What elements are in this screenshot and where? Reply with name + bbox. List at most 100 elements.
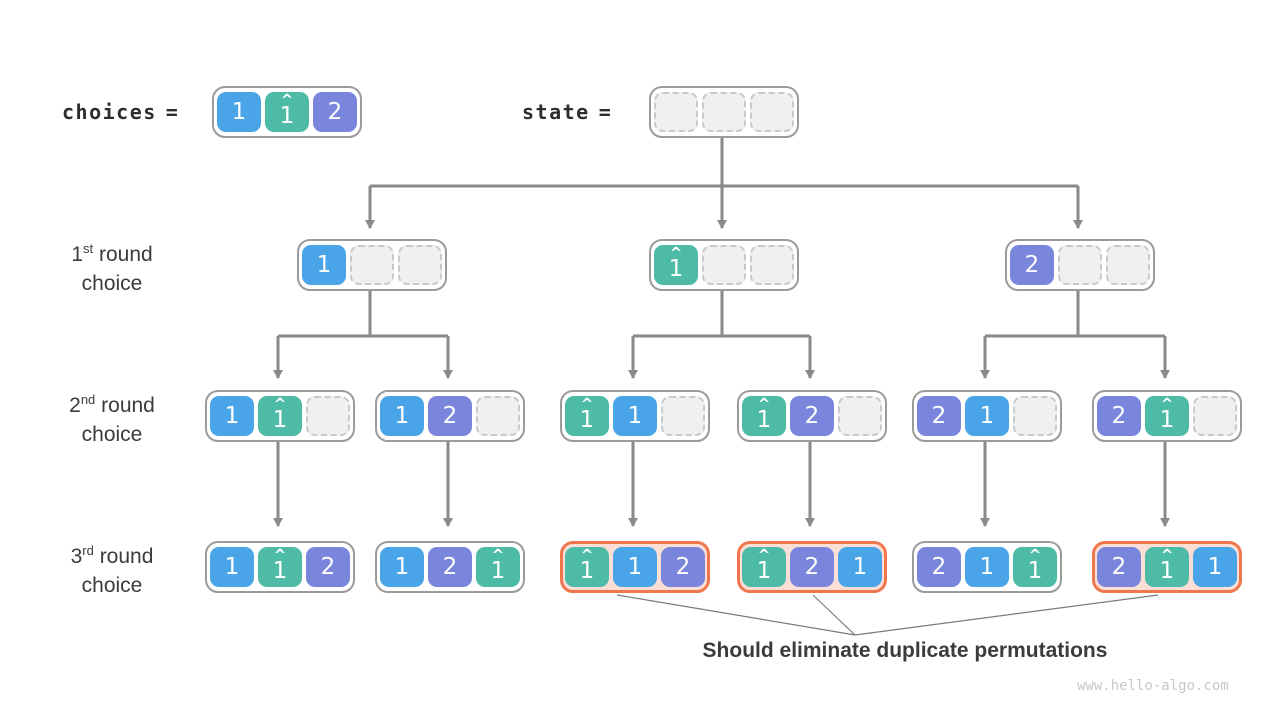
array-cell [1106,245,1150,285]
array-cell: ^1 [1145,396,1189,436]
array-cell: 2 [917,396,961,436]
round-number: 1 [71,243,83,266]
array-cell: 2 [661,547,705,587]
array-cell [350,245,394,285]
cell-value: 1 [1027,558,1043,584]
cell-value: 1 [231,99,247,125]
round-word: round [101,394,155,417]
state-node-r1-2: ^1 [649,239,799,291]
array-cell: ^1 [1145,547,1189,587]
array-cell [838,396,882,436]
array-cell: 1 [613,547,657,587]
array-cell [476,396,520,436]
cell-value: 1 [579,558,595,584]
array-cell: 1 [210,547,254,587]
hat-mark: ^ [491,546,505,564]
cell-value: 2 [1024,252,1040,278]
array-cell: ^1 [742,547,786,587]
ordinal-suffix: nd [80,392,96,407]
state-node-r2-2: 1 2 [375,390,525,442]
array-cell: 1 [965,547,1009,587]
cell-value: 2 [1111,554,1127,580]
cell-value: 1 [490,558,506,584]
cell-value: 1 [272,558,288,584]
cell-value: 1 [579,407,595,433]
choice-word: choice [81,272,143,295]
cell-value: 1 [224,403,240,429]
array-cell: ^1 [565,547,609,587]
array-cell: ^1 [742,396,786,436]
caption-text: Should eliminate duplicate permutations [702,639,1108,662]
cell-value: 2 [320,554,336,580]
choices-equals-sign: = [165,100,180,124]
round-word: round [99,545,154,568]
cell-value: 2 [931,554,947,580]
cell-value: 2 [804,554,820,580]
array-cell: 1 [217,92,261,132]
choices-label-text: choices [62,100,157,124]
hat-mark: ^ [273,395,287,413]
array-cell [1058,245,1102,285]
array-cell: 2 [428,547,472,587]
array-cell [398,245,442,285]
array-cell [1013,396,1057,436]
cell-value: 2 [442,554,458,580]
state-node-r2-6: 2 ^1 [1092,390,1242,442]
round-number: 3 [70,545,83,568]
cell-value: 1 [1207,554,1223,580]
array-cell: 2 [790,396,834,436]
array-cell [654,92,698,132]
state-node-r1-3: 2 [1005,239,1155,291]
state-node-r2-5: 2 1 [912,390,1062,442]
cell-value: 1 [316,252,332,278]
cell-value: 1 [979,554,995,580]
state-node-r3-5: 2 1 ^1 [912,541,1062,593]
state-node-r2-1: 1 ^1 [205,390,355,442]
state-node-r3-4-duplicate: ^1 2 1 [737,541,887,593]
leader-lines [616,594,1159,636]
cell-value: 1 [979,403,995,429]
state-label: state = [522,100,612,124]
array-cell: 1 [965,396,1009,436]
cell-value: 2 [804,403,820,429]
hat-mark: ^ [280,91,294,109]
state-equals-sign: = [598,100,613,124]
choice-word: choice [81,423,143,446]
array-cell [1193,396,1237,436]
array-cell: ^1 [476,547,520,587]
round-number: 2 [69,394,81,417]
cell-value: 1 [272,407,288,433]
hat-mark: ^ [669,244,683,262]
cell-value: 1 [394,554,410,580]
leader-from-duplicate-2 [812,594,856,636]
array-cell: 2 [917,547,961,587]
cell-value: 2 [1111,403,1127,429]
state-array-root [649,86,799,138]
round-1-label: 1st round choice [27,234,197,298]
cell-value: 1 [394,403,410,429]
state-node-r2-3: ^1 1 [560,390,710,442]
state-node-r3-1: 1 ^1 2 [205,541,355,593]
array-cell: ^1 [258,396,302,436]
leader-from-duplicate-1 [616,594,856,636]
hat-mark: ^ [1028,546,1042,564]
array-cell: 2 [790,547,834,587]
array-cell: 1 [838,547,882,587]
array-cell: ^1 [1013,547,1057,587]
array-cell [306,396,350,436]
choices-label: choices = [62,100,179,124]
round-word: round [98,243,153,266]
cell-value: 1 [852,554,868,580]
watermark-text: www.hello-algo.com [1077,678,1229,694]
hat-mark: ^ [580,546,594,564]
array-cell: ^1 [258,547,302,587]
array-cell [750,245,794,285]
ordinal-suffix: st [83,241,94,256]
array-cell: ^1 [265,92,309,132]
cell-value: 2 [327,99,343,125]
array-cell: 1 [1193,547,1237,587]
cell-value: 1 [279,103,295,129]
array-cell: 2 [428,396,472,436]
array-cell: 1 [380,396,424,436]
